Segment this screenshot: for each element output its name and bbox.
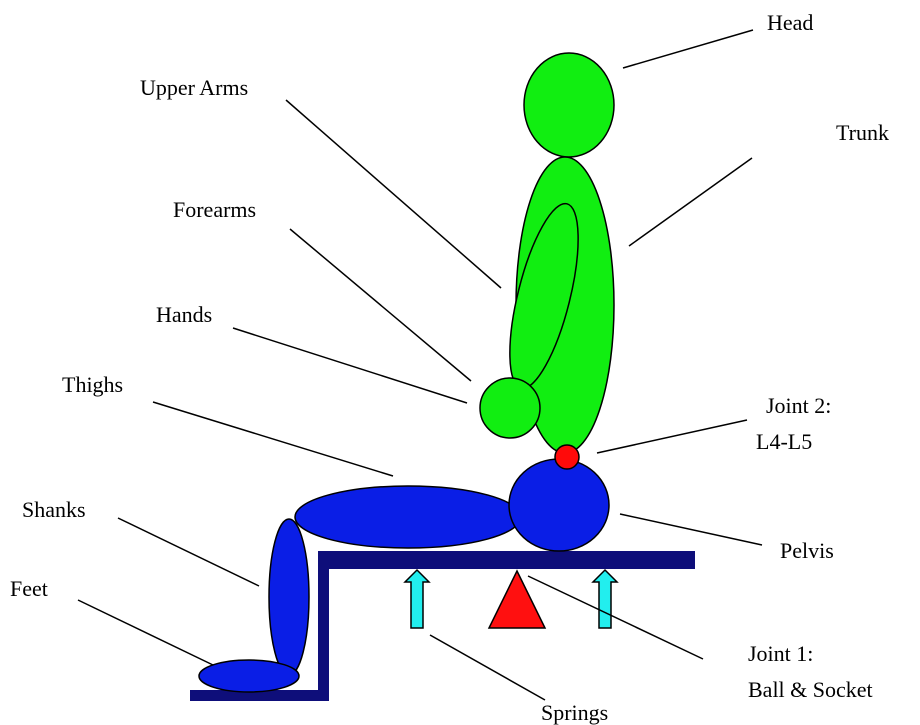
leader-shanks bbox=[118, 518, 259, 586]
label-shanks: Shanks bbox=[22, 497, 86, 522]
leader-forearms bbox=[290, 229, 471, 381]
leader-head bbox=[623, 30, 753, 68]
leader-thighs bbox=[153, 402, 393, 476]
leader-trunk bbox=[629, 158, 752, 246]
leader-pelvis bbox=[620, 514, 762, 545]
hand bbox=[480, 378, 540, 438]
pelvis bbox=[509, 459, 609, 551]
seat-plate bbox=[318, 551, 695, 569]
spring-arrow-right bbox=[593, 570, 617, 628]
label-upper-arms: Upper Arms bbox=[140, 75, 248, 100]
label-head: Head bbox=[767, 10, 813, 35]
label-hands: Hands bbox=[156, 302, 212, 327]
upper-body bbox=[480, 53, 614, 453]
label-joint1-line1: Joint 1: bbox=[748, 641, 813, 666]
label-forearms: Forearms bbox=[173, 197, 256, 222]
shank bbox=[269, 519, 309, 675]
label-springs: Springs bbox=[541, 700, 608, 725]
label-pelvis: Pelvis bbox=[780, 538, 834, 563]
leader-springs bbox=[430, 635, 545, 700]
leader-upper-arms bbox=[286, 100, 501, 288]
seat-support-post bbox=[318, 560, 329, 696]
thigh bbox=[295, 486, 521, 548]
joint2-l4-l5 bbox=[555, 445, 579, 469]
leader-joint1 bbox=[528, 576, 703, 659]
label-feet: Feet bbox=[10, 576, 48, 601]
spring-arrow-left bbox=[405, 570, 429, 628]
label-trunk: Trunk bbox=[836, 120, 889, 145]
head bbox=[524, 53, 614, 157]
lower-body bbox=[199, 459, 609, 692]
foot bbox=[199, 660, 299, 692]
leader-feet bbox=[78, 600, 213, 665]
leader-joint2 bbox=[597, 420, 747, 453]
label-thighs: Thighs bbox=[62, 372, 123, 397]
leader-hands bbox=[233, 328, 467, 403]
label-joint2-line2: L4-L5 bbox=[756, 429, 812, 454]
label-joint2-line1: Joint 2: bbox=[766, 393, 831, 418]
label-joint1-line2: Ball & Socket bbox=[748, 677, 873, 702]
labels: Head Upper Arms Trunk Forearms Hands Thi… bbox=[10, 10, 889, 725]
